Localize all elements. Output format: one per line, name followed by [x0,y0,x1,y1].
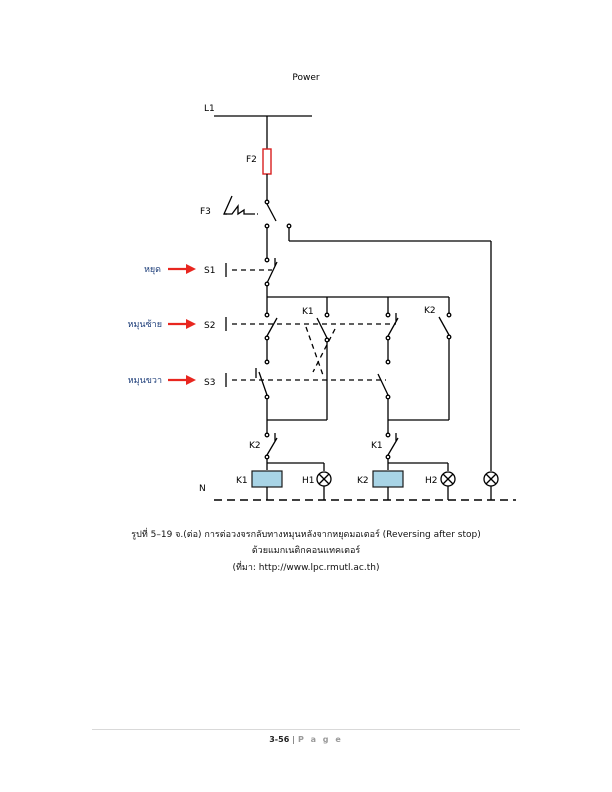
s2-label: S2 [204,321,215,331]
fuse-label: F2 [246,155,257,165]
power-lamp-icon [483,471,499,487]
s3-label: S3 [204,378,215,388]
k2-interlock-label: K2 [249,441,261,451]
coil-k2 [372,470,404,488]
left-rotation-label: หมุนซ้าย [128,319,162,330]
k1-aux-label: K1 [302,307,314,317]
overload-f3-symbol [222,195,252,216]
s3-nc-contact [258,371,268,396]
fuse-f2 [262,148,272,175]
figure-source: (ที่มา: http://www.lpc.rmutl.ac.th) [232,563,380,573]
coil-k1-label: K1 [236,476,248,486]
line-label: L1 [204,104,215,114]
page-number: 3-56 [269,735,290,744]
coil-k1 [251,470,283,488]
right-rotation-arrow-icon [168,375,196,385]
overload-label: F3 [200,207,211,217]
overload-contact [266,203,277,222]
control-circuit-diagram: Power L1 F2 F3 N [128,73,516,501]
s1-label: S1 [204,266,215,276]
coil-k2-label: K2 [357,476,369,486]
left-rotation-arrow-icon [168,319,196,329]
diagram-title: Power [292,73,320,83]
page-footer: 3-56|P a g e [0,735,612,744]
k1-aux-contact [316,317,328,339]
footer-separator: | [292,735,295,744]
lamp-h1-icon [316,471,332,487]
figure-caption-subtitle: ด้วยแมกเนติกคอนแทคเตอร์ [251,546,361,556]
right-rotation-label: หมุนขวา [128,376,162,386]
lamp-h2-label: H2 [425,476,438,486]
neutral-label: N [199,484,206,494]
lamp-h1-label: H1 [302,476,315,486]
s2-no-contact [266,317,278,337]
lamp-h2-icon [440,471,456,487]
k2-aux-label: K2 [424,306,436,316]
stop-arrow-icon [168,264,196,274]
s3-no-contact [377,373,389,396]
figure-caption: รูปที่ 5–19 จ.(ต่อ) การต่อวงจรกลับทางหมุ… [131,530,481,540]
footer-divider [92,729,520,730]
page-word: P a g e [297,735,343,744]
k2-aux-contact [438,316,450,336]
stop-label: หยุด [144,265,161,275]
k1-interlock-label: K1 [371,441,383,451]
